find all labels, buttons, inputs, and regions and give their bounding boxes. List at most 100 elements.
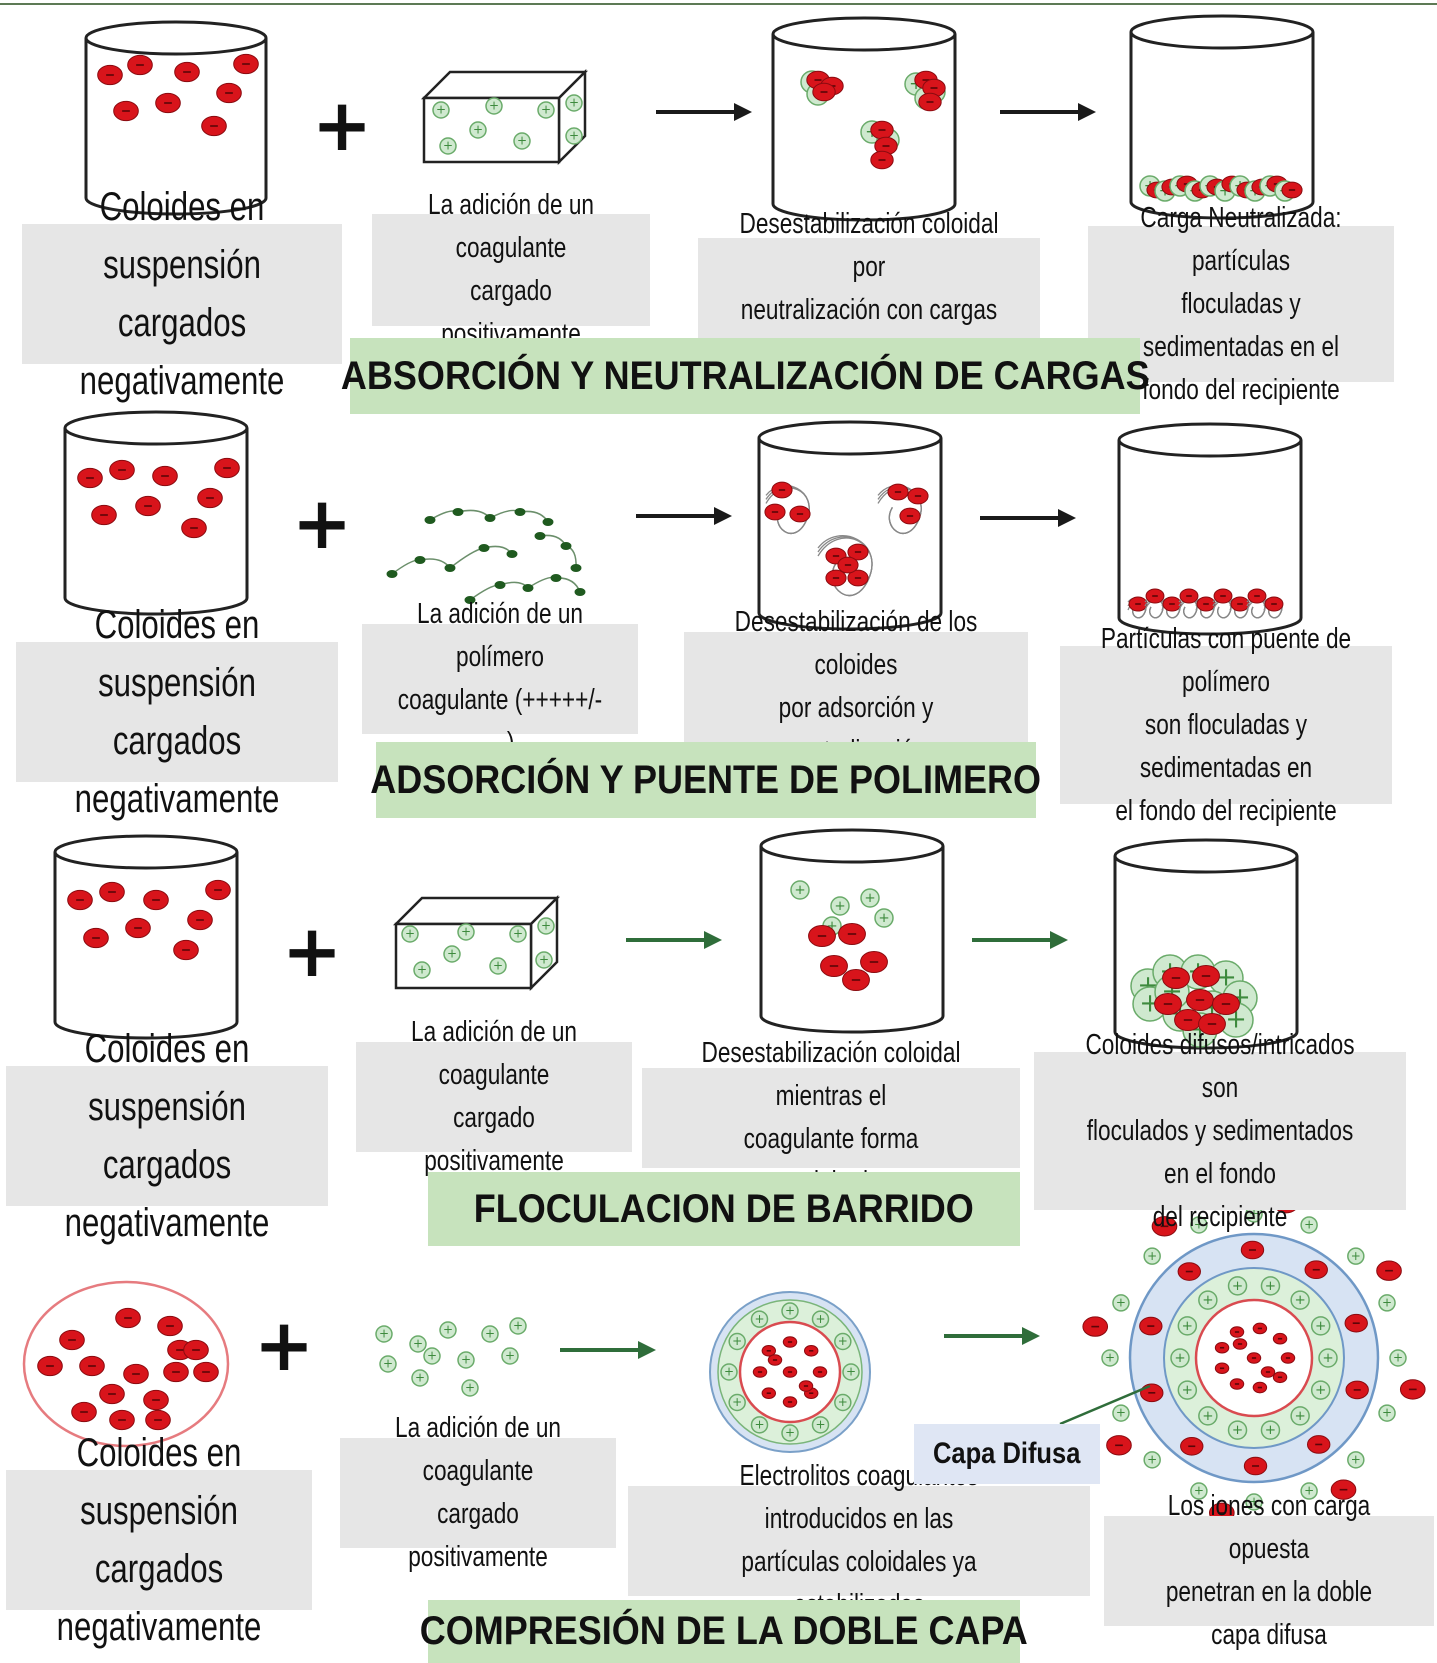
label-coagulant-row3: La adición de un coagulante cargado posi… (356, 1016, 632, 1177)
positive-ion (750, 1416, 769, 1434)
plus-sign: + (1202, 1408, 1213, 1424)
plus-sign: + (513, 1319, 523, 1333)
positive-ion (439, 137, 457, 155)
container-body (1129, 32, 1315, 220)
polymer-bead (494, 581, 506, 589)
positive-ion (1300, 1216, 1318, 1234)
title-row4: COMPRESIÓN DE LA DOBLE CAPA (420, 1600, 1028, 1663)
plus-sign: + (1265, 1422, 1276, 1438)
plus-sign: + (436, 103, 446, 117)
positive-ion (565, 127, 583, 145)
positive-ion (485, 97, 503, 115)
polymer-bead (542, 518, 554, 526)
positive-ion (411, 1369, 429, 1387)
arrow-head (1022, 1327, 1040, 1345)
plus-sign: + (834, 898, 845, 914)
plus-sign: + (505, 1349, 515, 1363)
positive-ion (728, 1393, 746, 1412)
plus-sign: + (1294, 1292, 1305, 1308)
plus-sign: + (443, 1323, 453, 1337)
plus-sign: + (541, 103, 551, 117)
plus-sign: + (383, 1357, 393, 1371)
positive-ion (537, 917, 555, 935)
plus-sign: + (415, 1371, 425, 1385)
plus-sign: + (539, 953, 549, 967)
positive-ion (443, 945, 461, 963)
positive-ion (409, 1335, 427, 1353)
plus-sign: + (541, 919, 551, 933)
plus-operator-row4: + (254, 1303, 314, 1387)
polymer-bead (478, 544, 490, 552)
positive-ion (1190, 1216, 1208, 1234)
polymer-chain-4 (539, 534, 577, 569)
plus-sign: + (1304, 1484, 1314, 1498)
plus-sign: + (461, 1353, 471, 1367)
plus-sign: + (1382, 1295, 1392, 1309)
label-coagulant-row1: La adición de un coagulante cargado posi… (372, 189, 650, 350)
container-rim (1129, 14, 1315, 50)
plus-sign: + (569, 129, 579, 143)
plus-sign: + (838, 1395, 848, 1409)
callout-pointer-line (1059, 1384, 1151, 1426)
title-row3: FLOCULACION DE BARRIDO (428, 1172, 1020, 1246)
plus-sign: + (413, 1337, 423, 1351)
positive-ion (513, 132, 531, 150)
plus-sign: + (465, 1381, 475, 1395)
illustrations: + + + + + + + + + + + + + + + + + + + + + + + + + + + + + + + + + + + + + + + +… (22, 14, 1426, 1524)
positive-ion (423, 1347, 441, 1365)
label-polymer-row2: La adición de un polímero coagulante (++… (362, 598, 638, 759)
polymer-bead (534, 532, 546, 540)
positive-ion (1290, 1406, 1310, 1426)
label-destabilization-row3: Desestabilización coloidal mientras el c… (642, 1037, 1020, 1198)
container-rim (771, 16, 957, 52)
plus-sign: + (473, 123, 483, 137)
container-rim (759, 828, 945, 864)
plus-sign: + (569, 96, 579, 110)
positive-ion (790, 880, 810, 900)
polymer-bead (574, 588, 586, 596)
plus-sign: + (732, 1395, 742, 1409)
plus-sign: + (1315, 1382, 1326, 1398)
positive-ion (509, 1317, 527, 1335)
plus-sign: + (1304, 1218, 1314, 1232)
positive-ion (1177, 1380, 1198, 1400)
plus-sign: + (427, 1349, 437, 1363)
label-ions-penetrate-row4: Los iones con carga opuesta penetran en … (1104, 1490, 1434, 1651)
polymer-bead (386, 570, 398, 578)
plus-sign: + (1322, 1350, 1333, 1366)
plus-sign: + (513, 927, 523, 941)
positive-ion (750, 1310, 769, 1328)
positive-ion (874, 908, 894, 928)
plus-operator-row3: + (282, 909, 342, 993)
positive-ion (537, 101, 555, 119)
polymer-bead (522, 584, 534, 592)
positive-ion (781, 1302, 799, 1320)
plus-operator-row1: + (312, 83, 372, 167)
plus-sign: + (517, 134, 527, 148)
positive-ion (432, 101, 450, 119)
plus-sign: + (815, 1417, 825, 1431)
positive-ion (501, 1347, 519, 1365)
positive-ion (1389, 1349, 1407, 1367)
polymer-bead (550, 574, 562, 582)
positive-ion (489, 957, 507, 975)
plus-sign: + (864, 890, 875, 906)
positive-ion (860, 888, 880, 908)
plus-sign: + (1393, 1351, 1403, 1365)
plus-sign: + (1194, 1218, 1204, 1232)
polymer-bead (506, 550, 518, 558)
positive-ion (781, 1424, 799, 1442)
arrow-head (1058, 509, 1076, 527)
positive-ion (834, 1332, 852, 1351)
container-rim (84, 20, 268, 56)
plus-sign: + (1294, 1408, 1305, 1424)
plus-sign: + (1116, 1406, 1126, 1420)
container-body (63, 428, 249, 616)
positive-ion (413, 961, 431, 979)
positive-ion (1290, 1290, 1310, 1310)
container-sediment-row1 (1129, 14, 1315, 220)
plus-sign: + (785, 1304, 795, 1318)
plus-sign: + (1249, 1207, 1259, 1221)
positive-ion (379, 1355, 397, 1373)
plus-sign: + (1265, 1278, 1276, 1294)
